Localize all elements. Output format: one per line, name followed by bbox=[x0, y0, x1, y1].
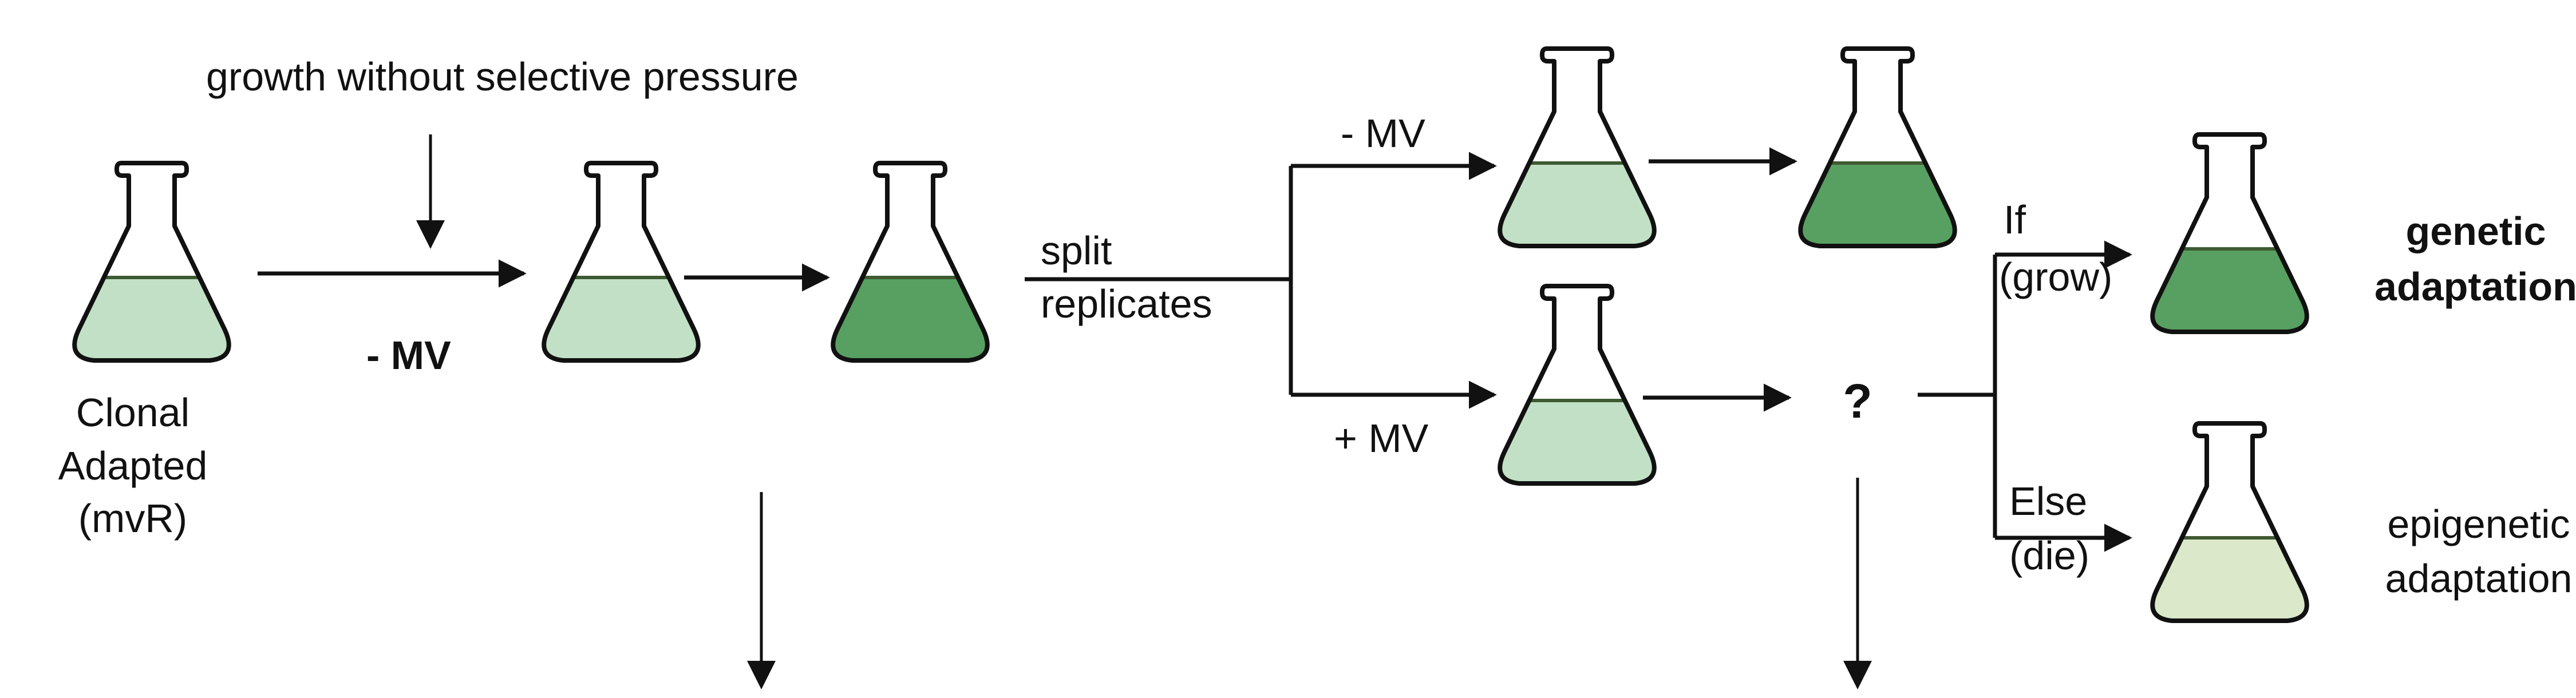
flask-liquid bbox=[1800, 163, 1955, 246]
growth-without-pressure-label: growth without selective pressure bbox=[206, 54, 799, 99]
flask-liquid bbox=[544, 277, 698, 360]
question-mark: ? bbox=[1843, 374, 1872, 428]
flask-liquid bbox=[2152, 249, 2307, 332]
flask-outline bbox=[1798, 46, 1957, 248]
flask-outline bbox=[542, 161, 701, 363]
clonal-label: Clonal bbox=[76, 390, 189, 435]
flask-epigenetic bbox=[2150, 421, 2309, 623]
flask-outline bbox=[72, 161, 231, 363]
epigenetic-label: epigenetic bbox=[2387, 502, 2570, 546]
mvr-label: (mvR) bbox=[78, 496, 187, 541]
genetic-adaptation-label: adaptation bbox=[2374, 264, 2576, 309]
flask-growth-2 bbox=[831, 161, 990, 363]
flask-outline bbox=[1498, 46, 1657, 248]
flask-liquid bbox=[74, 277, 229, 360]
else-label: Else bbox=[2009, 479, 2087, 524]
genetic-label: genetic bbox=[2405, 209, 2546, 253]
split-label: split bbox=[1041, 228, 1112, 273]
flask-clonal-start bbox=[72, 161, 231, 363]
flask-outline bbox=[2150, 421, 2309, 623]
flask-growth-1 bbox=[542, 161, 701, 363]
if-label: If bbox=[2004, 197, 2026, 242]
flask-liquid bbox=[2152, 538, 2307, 621]
flask-liquid bbox=[833, 277, 987, 360]
flasks-group bbox=[72, 46, 2309, 623]
die-label: (die) bbox=[2009, 533, 2089, 578]
plus-mv-branch-label: + MV bbox=[1334, 416, 1429, 461]
flask-genetic bbox=[2150, 132, 2309, 334]
minus-mv-growth-label: - MV bbox=[366, 333, 451, 378]
flask-liquid bbox=[1500, 163, 1654, 246]
flask-minus-mv-1 bbox=[1498, 46, 1657, 248]
minus-mv-branch-label: - MV bbox=[1341, 111, 1425, 156]
grow-label: (grow) bbox=[1999, 255, 2112, 299]
flask-plus-mv bbox=[1498, 284, 1657, 486]
epigenetic-adaptation-label: adaptation bbox=[2385, 556, 2573, 601]
flask-outline bbox=[831, 161, 990, 363]
adapted-label: Adapted bbox=[58, 443, 208, 488]
flask-liquid bbox=[1500, 400, 1654, 483]
flask-outline bbox=[1498, 284, 1657, 486]
replicates-label: replicates bbox=[1041, 281, 1212, 326]
flask-minus-mv-2 bbox=[1798, 46, 1957, 248]
flask-outline bbox=[2150, 132, 2309, 334]
